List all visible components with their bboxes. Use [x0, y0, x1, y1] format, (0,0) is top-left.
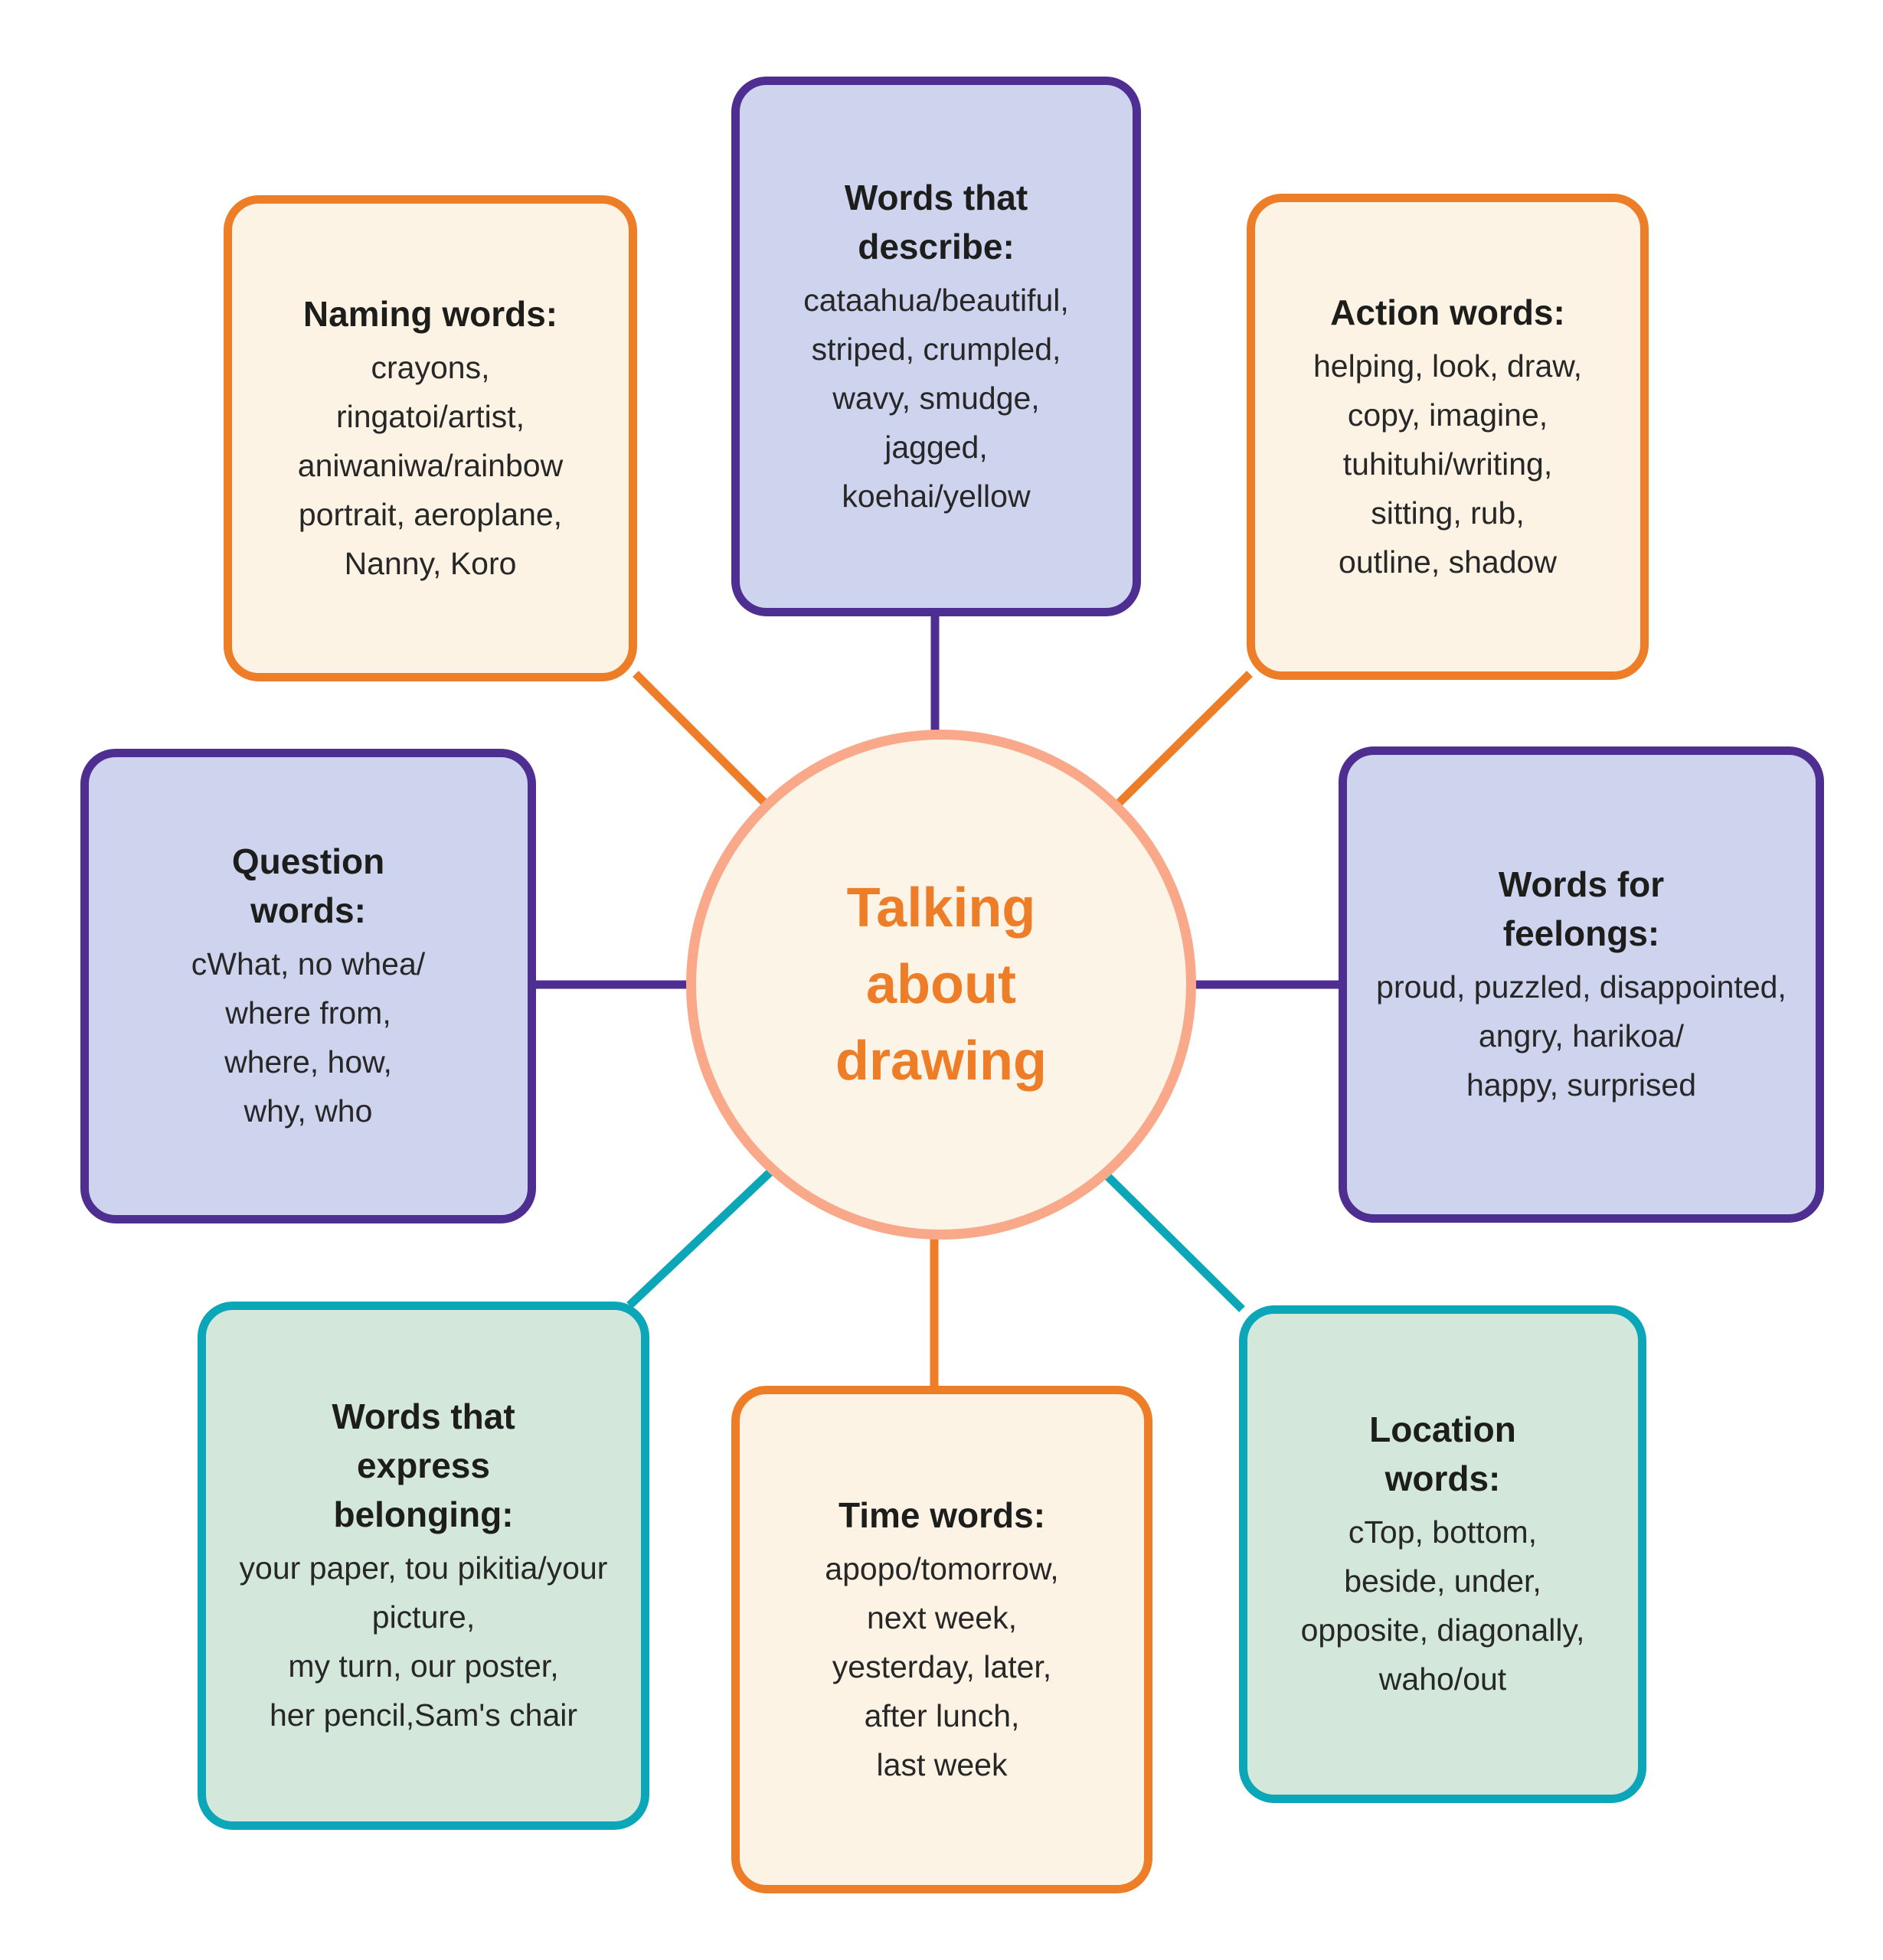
action-words-title: Action words:	[1330, 292, 1565, 332]
time-words-title: Time words:	[838, 1494, 1046, 1535]
node-words-that-express-belonging: Words that express belonging: your paper…	[198, 1302, 649, 1830]
center-title-line: about	[866, 954, 1016, 1015]
question-words-title: Question words:	[231, 841, 385, 930]
center-title-line: Talking	[846, 877, 1036, 939]
words-for-feelings-list: proud, puzzled, disappointed, angry, har…	[1376, 969, 1787, 1102]
belonging-list: your paper, tou pikitia/your picture, my…	[239, 1550, 608, 1733]
connector-action	[1115, 671, 1253, 807]
naming-words-list: crayons, ringatoi/artist, aniwaniwa/rain…	[297, 349, 564, 581]
words-for-feelings-title: Words for feelongs:	[1498, 864, 1665, 953]
node-words-for-feelings: Words for feelongs: proud, puzzled, disa…	[1339, 746, 1824, 1223]
words-that-describe-list: cataahua/beautiful, striped, crumpled, w…	[803, 282, 1069, 514]
belonging-title: Words that express belonging:	[332, 1396, 515, 1534]
node-naming-words: Naming words: crayons, ringatoi/artist, …	[224, 195, 637, 681]
node-time-words: Time words: apopo/tomorrow, next week, y…	[731, 1386, 1152, 1893]
words-that-describe-title: Words that describe:	[844, 177, 1028, 266]
action-words-list: helping, look, draw, copy, imagine, tuhi…	[1313, 348, 1582, 580]
connector-location	[1098, 1167, 1245, 1312]
location-words-list: cTop, bottom, beside, under, opposite, d…	[1300, 1514, 1585, 1697]
location-words-title: Location words:	[1369, 1410, 1516, 1498]
question-words-list: cWhat, no whea/ where from, where, how, …	[191, 946, 426, 1129]
connector-naming	[633, 671, 769, 807]
center-node-talking-about-drawing: Talking about drawing	[686, 730, 1196, 1240]
center-title-line: drawing	[835, 1031, 1047, 1092]
node-question-words: Question words: cWhat, no whea/ where fr…	[80, 749, 536, 1223]
time-words-list: apopo/tomorrow, next week, yesterday, la…	[825, 1550, 1059, 1782]
node-words-that-describe: Words that describe: cataahua/beautiful,…	[731, 77, 1141, 616]
node-location-words: Location words: cTop, bottom, beside, un…	[1239, 1305, 1646, 1803]
naming-words-title: Naming words:	[302, 293, 558, 334]
connector-belonging	[626, 1165, 778, 1308]
node-action-words: Action words: helping, look, draw, copy,…	[1247, 194, 1649, 680]
